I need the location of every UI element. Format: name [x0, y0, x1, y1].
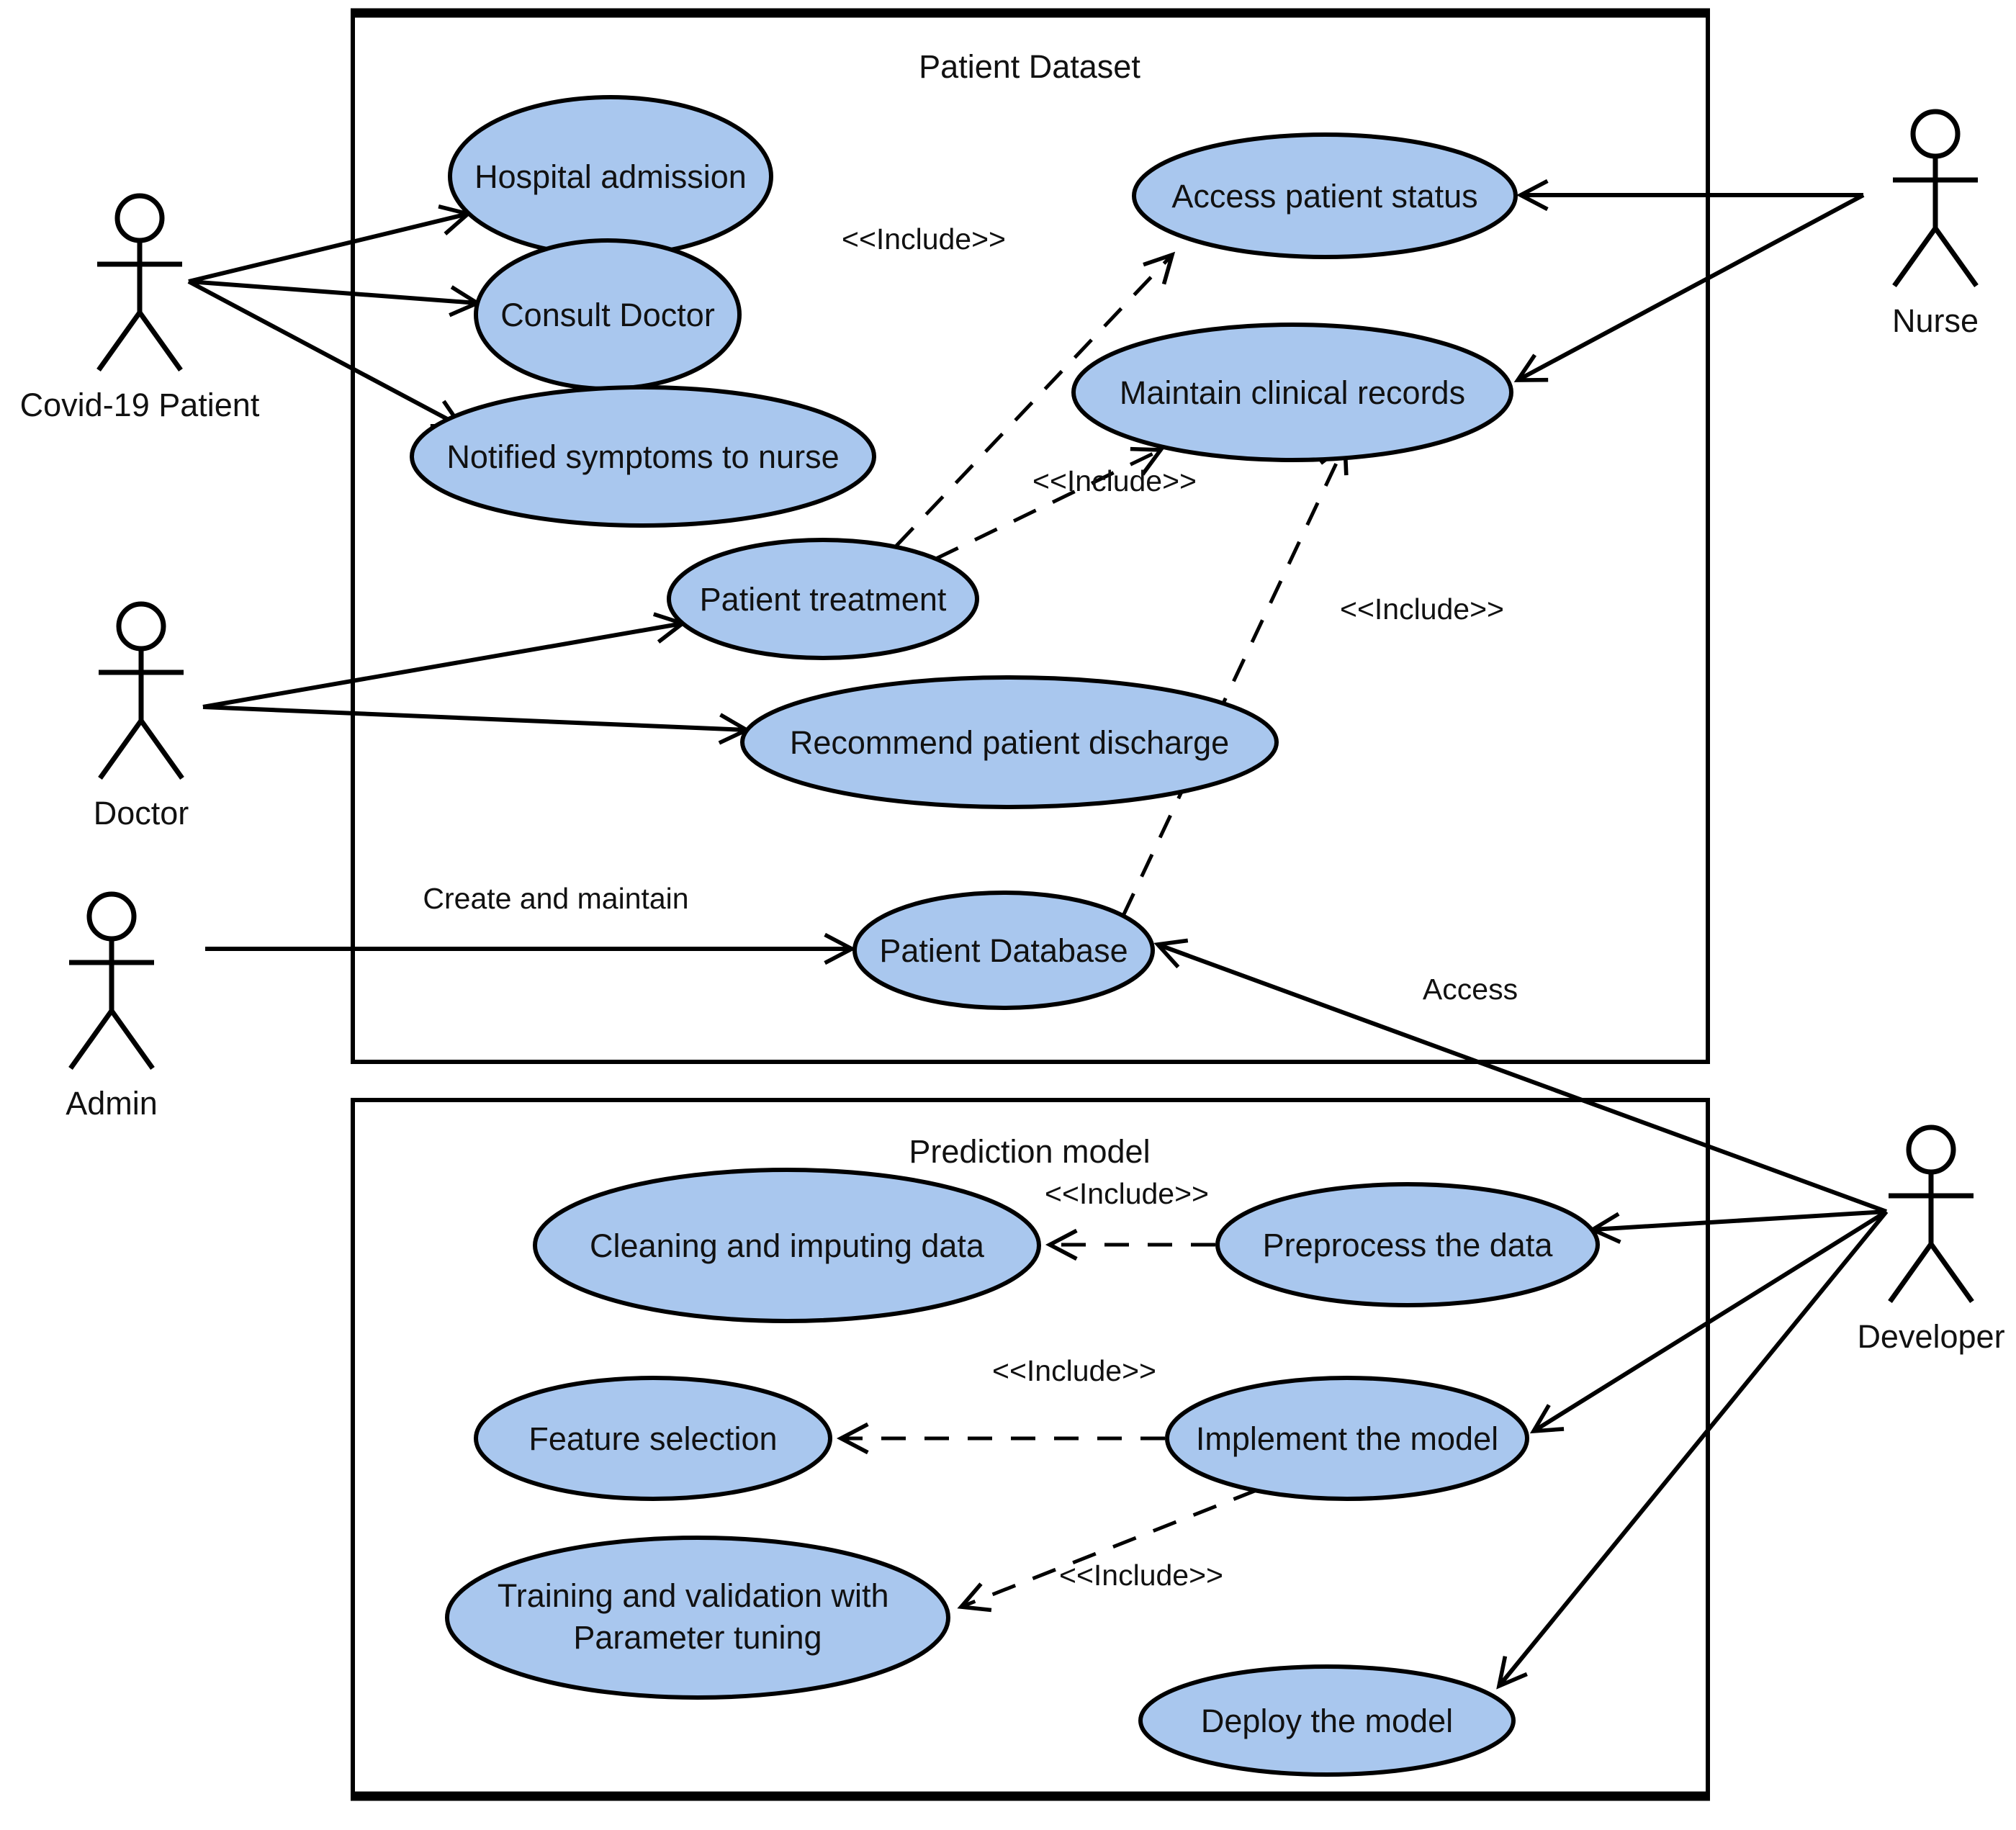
- usecase-label: Recommend patient discharge: [790, 724, 1229, 761]
- usecase-label: Notified symptoms to nurse: [446, 438, 839, 475]
- actor-label: Admin: [66, 1085, 158, 1122]
- usecase-label: Hospital admission: [474, 158, 747, 195]
- usecase-label: Cleaning and imputing data: [590, 1227, 985, 1264]
- usecase-hospital-admission: Hospital admission: [448, 95, 773, 258]
- usecase-label: Patient Database: [879, 932, 1128, 969]
- usecase-consult-doctor: Consult Doctor: [474, 238, 742, 391]
- actor-label: Nurse: [1892, 302, 1979, 339]
- actor-admin: Admin: [66, 891, 158, 1122]
- usecase-label: Preprocess the data: [1263, 1227, 1554, 1263]
- association-developer-patient-database: [1153, 938, 1888, 1214]
- usecase-training-and-validation-with-parameter-tuning: Training and validation with Parameter t…: [445, 1536, 950, 1700]
- include-label-5: <<Include>>: [1059, 1559, 1223, 1592]
- association-developer-implement-the-model: [1529, 1209, 1888, 1434]
- actor-covid19-patient: Covid-19 Patient: [20, 193, 260, 423]
- association-nurse-maintain-clinical-records: [1513, 193, 1865, 382]
- usecase-patient-treatment: Patient treatment: [667, 538, 979, 660]
- association-covid19-patient-hospital-admission: [188, 204, 472, 284]
- include-label-4: <<Include>>: [992, 1354, 1156, 1387]
- usecase-implement-the-model: Implement the model: [1165, 1376, 1529, 1501]
- usecase-label: Consult Doctor: [500, 297, 715, 333]
- include-label-3: <<Include>>: [1045, 1177, 1209, 1210]
- associations: Create and maintain Access: [187, 179, 1889, 1690]
- association-label-access: Access: [1423, 973, 1518, 1006]
- include-label-1: <<Include>>: [1032, 464, 1197, 497]
- prediction-model-title: Prediction model: [909, 1133, 1150, 1170]
- association-covid19-patient-consult-doctor: [188, 279, 482, 317]
- include-dependencies: <<Include>> <<Include>> <<Include>> <<In…: [836, 222, 1504, 1613]
- include-label-0: <<Include>>: [842, 222, 1006, 256]
- usecase-label: Patient treatment: [700, 581, 947, 618]
- usecase-maintain-clinical-records: Maintain clinical records: [1071, 323, 1513, 462]
- include-label-2: <<Include>>: [1340, 592, 1504, 626]
- system-boundary-prediction-model: Prediction model: [351, 1098, 1710, 1801]
- usecase-cleaning-and-imputing-data: Cleaning and imputing data: [533, 1168, 1041, 1323]
- include-arrow-patient-treatment-access-patient-status: [895, 251, 1176, 547]
- usecase-label: Maintain clinical records: [1120, 374, 1465, 411]
- association-label-create-and-maintain: Create and maintain: [423, 882, 688, 915]
- actor-head: [116, 601, 166, 652]
- usecase-recommend-patient-discharge: Recommend patient discharge: [740, 675, 1279, 809]
- actor-label: Covid-19 Patient: [20, 387, 260, 423]
- usecase-label: Deploy the model: [1201, 1703, 1453, 1739]
- include-arrow-implement-training-validation: [957, 1488, 1257, 1613]
- actor-head: [1906, 1124, 1956, 1175]
- association-doctor-recommend-patient-discharge: [202, 705, 752, 745]
- usecase-preprocess-the-data: Preprocess the data: [1215, 1182, 1600, 1307]
- usecase-label: Training and validation with Parameter t…: [498, 1577, 898, 1656]
- association-covid19-patient-notified-symptoms: [187, 279, 465, 428]
- actor-label: Developer: [1857, 1318, 2004, 1355]
- association-developer-preprocess-the-data: [1588, 1209, 1887, 1244]
- actor-label: Doctor: [94, 795, 189, 831]
- usecase-label: Feature selection: [528, 1420, 777, 1457]
- usecase-access-patient-status: Access patient status: [1132, 132, 1518, 259]
- usecase-patient-database: Patient Database: [852, 891, 1155, 1010]
- usecase-deploy-the-model: Deploy the model: [1138, 1664, 1516, 1777]
- include-arrow-patient-database-maintain-clinical-records: [1121, 441, 1349, 917]
- actor-developer: Developer: [1857, 1124, 2005, 1355]
- association-doctor-patient-treatment: [202, 612, 687, 709]
- association-developer-deploy-the-model: [1496, 1210, 1889, 1690]
- usecase-feature-selection: Feature selection: [474, 1376, 832, 1501]
- actor-nurse: Nurse: [1892, 109, 1979, 339]
- actor-head: [114, 193, 165, 243]
- actor-head: [86, 891, 137, 942]
- patient-dataset-title: Patient Dataset: [919, 48, 1140, 85]
- usecase-label: Access patient status: [1171, 178, 1477, 215]
- usecase-label: Implement the model: [1196, 1420, 1498, 1457]
- actor-head: [1910, 109, 1961, 159]
- actor-doctor: Doctor: [94, 601, 189, 831]
- system-boundary-patient-dataset: Patient Dataset: [351, 8, 1710, 1064]
- usecase-notified-symptoms-to-nurse: Notified symptoms to nurse: [410, 385, 876, 528]
